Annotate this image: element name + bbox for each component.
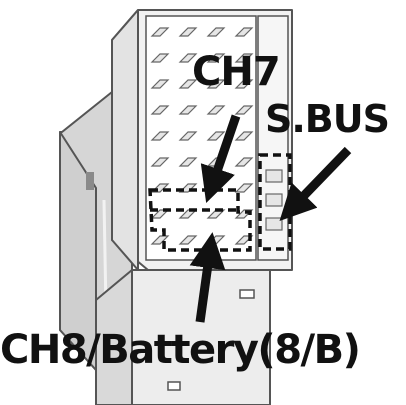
- pointer-arrows: [189, 114, 352, 323]
- connector-pin: [234, 105, 254, 115]
- receiver-base: [95, 267, 271, 405]
- connector-pin: [206, 27, 226, 37]
- connector-pin: [206, 53, 226, 63]
- connector-pin: [178, 27, 198, 37]
- base-notch: [239, 289, 255, 299]
- ch7-label: CH7: [192, 49, 281, 95]
- ch7-ch8-dashed-outline: [148, 188, 252, 252]
- connector-pin: [206, 131, 226, 141]
- connector-housing: [111, 9, 293, 271]
- connector-pin: [206, 105, 226, 115]
- connector-pin: [178, 157, 198, 167]
- sbus-pin: [265, 193, 283, 207]
- arrow-icon: [279, 146, 352, 221]
- connector-pin: [234, 131, 254, 141]
- connector-pin: [150, 235, 170, 245]
- connector-pin: [178, 79, 198, 89]
- port-highlights: [148, 153, 292, 252]
- connector-pin: [234, 27, 254, 37]
- ch8-battery-label: CH8/Battery(8/B): [0, 327, 361, 373]
- connector-pin: [234, 53, 254, 63]
- side-slot: [86, 172, 94, 190]
- sbus-pin: [265, 217, 283, 231]
- connector-pin: [234, 183, 254, 193]
- connector-pin: [206, 79, 226, 89]
- arrow-icon: [200, 114, 241, 204]
- connector-pin: [234, 157, 254, 167]
- connector-pin: [150, 79, 170, 89]
- sbus-pin: [265, 169, 283, 183]
- connector-pin: [150, 157, 170, 167]
- connector-pin: [206, 209, 226, 219]
- connector-pin: [178, 105, 198, 115]
- connector-pin: [178, 131, 198, 141]
- connector-pin: [150, 53, 170, 63]
- connector-pin: [150, 27, 170, 37]
- arrow-icon: [189, 232, 226, 323]
- connector-pin: [234, 235, 254, 245]
- connector-pin: [234, 79, 254, 89]
- connector-pin: [178, 53, 198, 63]
- connector-pin: [150, 131, 170, 141]
- base-notch: [167, 381, 181, 391]
- sbus-label: S.BUS: [265, 97, 390, 141]
- connector-pin: [150, 105, 170, 115]
- sbus-dashed-outline: [258, 153, 292, 251]
